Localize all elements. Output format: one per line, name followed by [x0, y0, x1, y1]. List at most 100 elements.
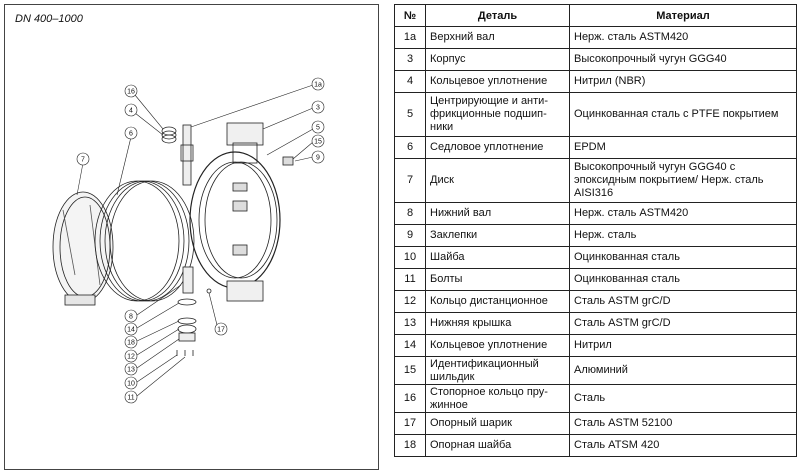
row-part: Шайба	[425, 246, 570, 269]
svg-text:10: 10	[127, 381, 135, 388]
callout-11: 11	[124, 356, 186, 404]
row-material: EPDM	[569, 136, 797, 159]
row-material: Сталь ASTM grC/D	[569, 290, 797, 313]
callout-3: 3	[262, 100, 325, 130]
row-material: Оцинкованная сталь	[569, 268, 797, 291]
callout-6: 6	[116, 126, 138, 196]
callout-4: 4	[124, 103, 164, 136]
row-material: Сталь ASTM grC/D	[569, 312, 797, 335]
row-material: Оцинкованная сталь	[569, 246, 797, 269]
row-num: 4	[394, 70, 426, 93]
callout-16: 16	[124, 84, 164, 130]
svg-text:12: 12	[127, 354, 135, 361]
callout-7: 7	[76, 152, 90, 196]
row-part: Болты	[425, 268, 570, 291]
row-num: 16	[394, 384, 426, 413]
header-part: Деталь	[425, 4, 570, 27]
svg-text:18: 18	[127, 340, 135, 347]
svg-text:14: 14	[127, 327, 135, 334]
row-part: Седловое уплотнение	[425, 136, 570, 159]
row-material: Нитрил (NBR)	[569, 70, 797, 93]
row-material: Сталь ATSM 420	[569, 434, 797, 457]
svg-text:3: 3	[316, 105, 320, 112]
svg-text:17: 17	[217, 327, 225, 334]
exploded-view-drawing: 16 4 6 7 1a 3 5 15	[52, 77, 325, 404]
callout-8: 8	[124, 284, 182, 323]
row-part: Корпус	[425, 48, 570, 71]
drawing-panel: DN 400–1000	[4, 4, 379, 470]
row-material: Нерж. сталь ASTM420	[569, 202, 797, 225]
row-material: Высокопрочный чугун GGG40 с эпоксидным п…	[569, 158, 797, 203]
disc-part	[52, 191, 114, 306]
row-num: 11	[394, 268, 426, 291]
svg-text:5: 5	[316, 125, 320, 132]
row-part: Стопорное кольцо пру- жинное	[425, 384, 570, 413]
row-num: 18	[394, 434, 426, 457]
row-num: 7	[394, 158, 426, 203]
svg-text:1a: 1a	[314, 82, 322, 89]
row-part: Кольцо дистанционное	[425, 290, 570, 313]
callout-18: 18	[124, 320, 180, 349]
svg-text:8: 8	[129, 314, 133, 321]
row-material: Нерж. сталь	[569, 224, 797, 247]
row-num: 12	[394, 290, 426, 313]
callout-15: 15	[292, 134, 325, 160]
svg-text:9: 9	[316, 155, 320, 162]
row-material: Нерж. сталь ASTM420	[569, 26, 797, 49]
row-part: Кольцевое уплотнение	[425, 334, 570, 357]
row-part: Опорный шарик	[425, 412, 570, 435]
id-plate-part	[282, 156, 294, 166]
row-part: Нижний вал	[425, 202, 570, 225]
row-num: 6	[394, 136, 426, 159]
row-material: Алюминий	[569, 356, 797, 385]
top-shaft-part	[180, 124, 194, 186]
seat-liner-part	[94, 180, 195, 302]
row-num: 17	[394, 412, 426, 435]
o-ring-parts	[161, 126, 177, 144]
row-num: 13	[394, 312, 426, 335]
row-part: Диск	[425, 158, 570, 203]
drawing-title: DN 400–1000	[15, 13, 83, 25]
valve-body-part	[189, 122, 281, 302]
callout-5: 5	[266, 120, 325, 156]
bottom-assembly-parts	[176, 266, 212, 356]
row-part: Кольцевое уплотнение	[425, 70, 570, 93]
row-part: Заклепки	[425, 224, 570, 247]
svg-text:7: 7	[81, 157, 85, 164]
row-num: 3	[394, 48, 426, 71]
row-part: Опорная шайба	[425, 434, 570, 457]
row-part: Идентификационный шильдик	[425, 356, 570, 385]
row-part: Нижняя крышка	[425, 312, 570, 335]
header-material: Материал	[569, 4, 797, 27]
callout-9: 9	[294, 150, 325, 164]
callout-12: 12	[124, 328, 180, 363]
callout-13: 13	[124, 338, 180, 376]
row-num: 9	[394, 224, 426, 247]
row-num: 8	[394, 202, 426, 225]
row-material: Оцинкованная сталь с PTFE покрытием	[569, 92, 797, 137]
svg-text:6: 6	[129, 131, 133, 138]
row-material: Высокопрочный чугун GGG40	[569, 48, 797, 71]
row-material: Сталь ASTM 52100	[569, 412, 797, 435]
table-header-row: № Деталь Материал	[394, 4, 797, 27]
row-num: 5	[394, 92, 426, 137]
callout-14: 14	[124, 302, 180, 336]
row-part: Центрирующие и анти- фрикционные подшип-…	[425, 92, 570, 137]
row-material: Сталь	[569, 384, 797, 413]
svg-text:4: 4	[129, 108, 133, 115]
